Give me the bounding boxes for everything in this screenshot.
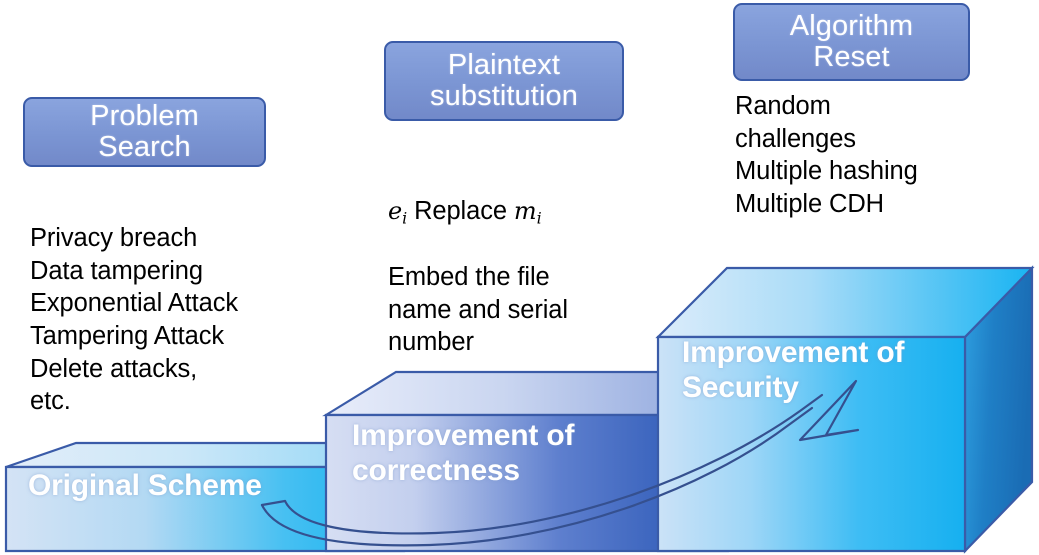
math-var-m-base: m xyxy=(513,196,537,225)
math-line-replace: ei Replace mi xyxy=(388,195,658,229)
pill-plaintext-substitution[interactable]: Plaintext substitution xyxy=(384,41,624,121)
math-var-m-subscript: i xyxy=(536,208,542,228)
pill-problem-search[interactable]: Problem Search xyxy=(23,97,266,167)
math-var-m: mi xyxy=(513,196,542,228)
body-text-problem-search: Privacy breach Data tampering Exponentia… xyxy=(30,224,239,416)
math-var-e-base: e xyxy=(388,196,403,225)
progress-arrow xyxy=(260,379,860,547)
pill-algorithm-reset[interactable]: Algorithm Reset xyxy=(733,3,970,81)
body-text-plaintext-substitution-lines: Embed the file name and serial number xyxy=(388,262,568,357)
step-original-scheme-shape xyxy=(4,441,406,553)
math-var-e-subscript: i xyxy=(402,208,408,228)
step-label-original-scheme: Original Scheme xyxy=(28,469,262,502)
math-middle-word: Replace xyxy=(407,196,514,225)
step3-top-face xyxy=(655,266,1035,339)
body-text-algorithm-reset: Random challenges Multiple hashing Multi… xyxy=(735,92,918,218)
step-label-improvement-security: Improvement of Security xyxy=(682,336,905,404)
step-improvement-security-shape xyxy=(655,265,1035,554)
step-label-improvement-correctness: Improvement of correctness xyxy=(352,419,575,487)
body-text-plaintext-substitution: ei Replace mi Embed the file name and se… xyxy=(388,162,658,391)
step3-front-face xyxy=(656,335,967,553)
math-var-e: ei xyxy=(388,196,408,228)
